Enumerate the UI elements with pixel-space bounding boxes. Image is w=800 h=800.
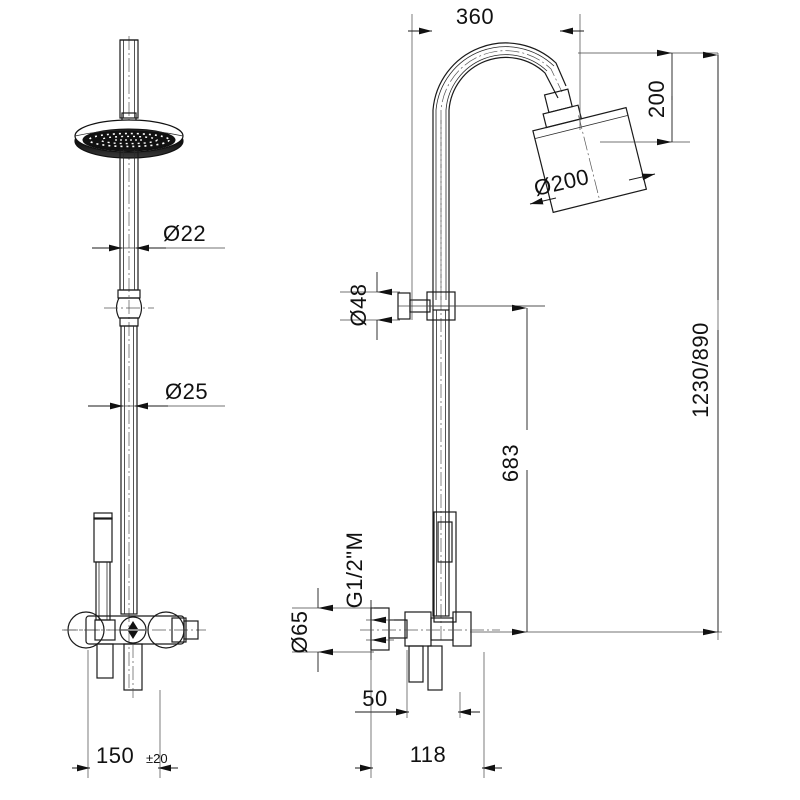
side-gooseneck-arm: [432, 42, 567, 310]
front-upper-riser: [119, 39, 139, 124]
dimension-label-d360: 360: [456, 4, 494, 29]
front-handshower-spray-face: [93, 517, 113, 563]
dimension-d25: Ø25: [88, 379, 225, 410]
side-shower-head-assembly: Ø200: [529, 88, 656, 214]
dimension-label-d150: 150: [96, 743, 134, 768]
front-handshower-handle: [95, 561, 111, 621]
dimension-d360: 360: [408, 4, 584, 320]
dimension-label-d118: 118: [410, 742, 447, 767]
side-mixer-handle: [452, 611, 472, 647]
dimension-label-dia200: Ø200: [532, 164, 592, 201]
side-mixer-body: [360, 607, 500, 691]
front-mixer-handle: [183, 620, 199, 640]
side-handshower-body: [433, 511, 457, 623]
dimension-d150: 150 ±20: [72, 650, 178, 778]
front-view: Ø22 Ø25 150 ±20: [62, 36, 225, 778]
side-mixer-wall-plate: [370, 607, 390, 651]
side-hose-left: [408, 645, 424, 683]
dimension-label-d65: Ø65: [287, 610, 312, 653]
dimension-d1230890: 1230/890: [470, 51, 722, 640]
front-mixer-cartridge: [171, 617, 187, 643]
dimension-label-d22: Ø22: [163, 221, 206, 246]
dimension-label-d1230890: 1230/890: [688, 322, 713, 418]
front-mixer-body: [64, 615, 206, 645]
dimension-d50: 50: [355, 650, 480, 718]
side-mixer-main-body: [404, 611, 432, 647]
dimension-d118: 118: [355, 650, 502, 778]
front-hoses: [96, 643, 143, 698]
dimension-dia200: Ø200: [529, 164, 656, 205]
dimension-d48: Ø48: [340, 272, 400, 340]
dimension-label-d50: 50: [362, 686, 387, 711]
side-head-ball-joint: [543, 88, 573, 114]
dimension-label-d150-tolerance: ±20: [146, 751, 168, 766]
side-handshower: [433, 511, 457, 623]
dimension-d65: Ø65: [287, 588, 374, 672]
front-shower-head-nozzles: [88, 132, 170, 148]
dimension-label-d683: 683: [498, 444, 523, 482]
dimension-d200h: 200: [578, 49, 718, 146]
front-mixer-left-inlet: [94, 619, 116, 641]
front-lower-riser: [120, 325, 138, 615]
dimension-label-d48: Ø48: [346, 283, 371, 326]
side-mixer-inlet: [388, 619, 408, 639]
front-diverter-knob: [119, 616, 147, 644]
dimension-label-d25: Ø25: [165, 379, 208, 404]
front-hose-left: [96, 643, 114, 679]
dimension-label-d200h: 200: [644, 80, 669, 118]
side-hose-right: [427, 645, 443, 691]
front-handshower: [93, 512, 113, 621]
dimension-label-thread: G1/2"M: [342, 532, 367, 609]
side-handshower-spray-face: [437, 521, 453, 563]
dimension-thread-note: G1/2"M: [342, 532, 394, 660]
side-riser-tube: [432, 309, 450, 617]
dimension-d683: 683: [428, 304, 545, 636]
dimension-d22: Ø22: [92, 221, 225, 252]
front-shower-head: [74, 119, 184, 159]
side-view: Ø200: [287, 4, 722, 778]
